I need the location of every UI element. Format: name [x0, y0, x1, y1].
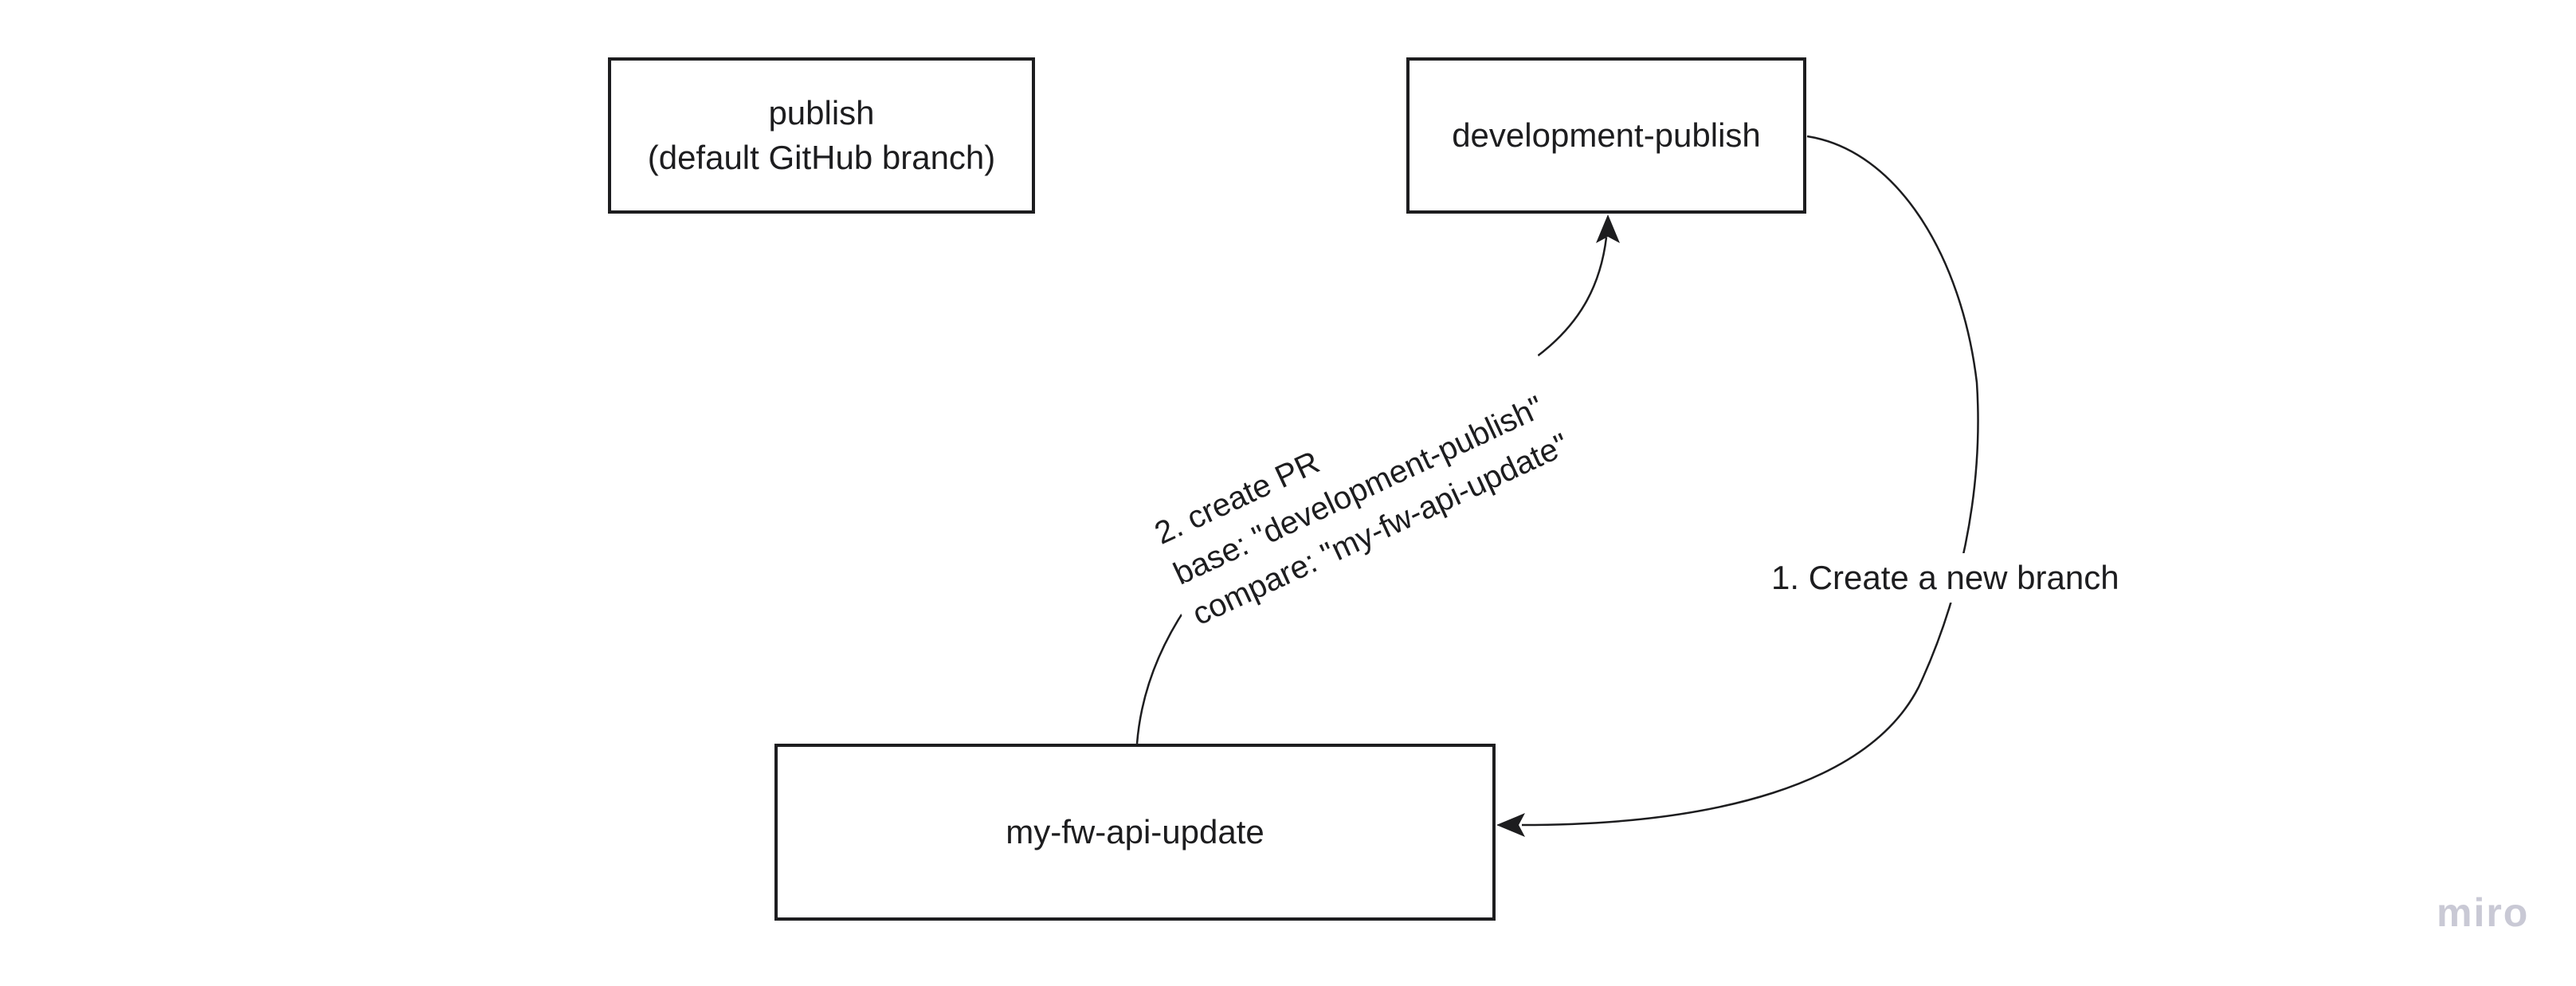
development-publish-branch-label: development-publish	[1452, 116, 1761, 154]
arrowhead-up-icon	[1596, 214, 1620, 243]
shape-publish-branch[interactable]: publish (default GitHub branch)	[608, 57, 1035, 214]
connector-label-create-branch[interactable]: 1. Create a new branch	[1763, 553, 2127, 603]
publish-branch-label-line-1: publish	[768, 94, 875, 132]
my-fw-api-update-branch-label: my-fw-api-update	[1006, 813, 1264, 850]
connector-create-branch[interactable]	[1496, 135, 1979, 837]
shape-my-fw-api-update-branch[interactable]: my-fw-api-update	[774, 744, 1496, 921]
publish-branch-label: publish (default GitHub branch)	[648, 91, 996, 180]
connector-create-branch-line[interactable]	[1521, 135, 1979, 827]
publish-branch-label-line-2: (default GitHub branch)	[647, 139, 996, 176]
arrowhead-left-icon	[1496, 813, 1525, 837]
miro-watermark: miro	[2437, 890, 2530, 935]
shape-development-publish-branch[interactable]: development-publish	[1406, 57, 1806, 214]
